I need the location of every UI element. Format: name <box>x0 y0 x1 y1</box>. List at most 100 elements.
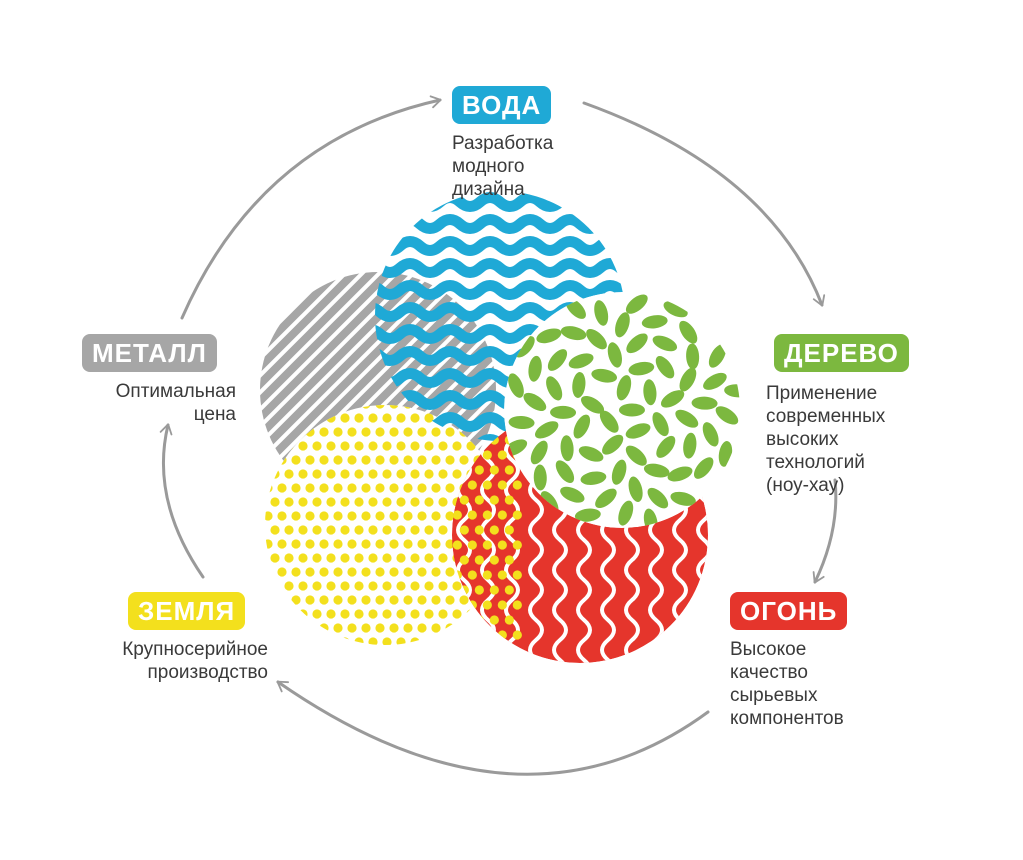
zemlya-dot <box>361 483 371 493</box>
zemlya-dot <box>431 427 441 437</box>
arrow-ogon-to-zemlya <box>276 680 710 776</box>
zemlya-dot <box>361 539 371 549</box>
ogon-dot <box>459 525 469 535</box>
zemlya-dot <box>438 525 448 535</box>
zemlya-dot <box>361 567 371 577</box>
derevo-leaf <box>647 487 669 509</box>
derevo-leaf <box>655 356 675 379</box>
ogon-dot <box>489 615 499 625</box>
zemlya-dot <box>389 595 399 605</box>
ogon-dot <box>489 465 499 475</box>
zemlya-dot <box>347 539 357 549</box>
ogon-dot <box>459 555 469 565</box>
ogon-dot <box>504 495 514 505</box>
zemlya-dot <box>340 525 350 535</box>
zemlya-dot <box>438 469 448 479</box>
derevo-leaf <box>618 500 634 526</box>
derevo-leaf <box>643 463 670 478</box>
voda-wave <box>375 214 625 234</box>
derevo-leaf <box>572 372 586 398</box>
zemlya-dot <box>410 469 420 479</box>
derevo-leaf <box>607 342 622 368</box>
zemlya-dot <box>298 609 308 619</box>
zemlya-dot <box>291 567 301 577</box>
metall-label: МЕТАЛЛ <box>82 334 217 372</box>
zemlya-dot <box>340 581 350 591</box>
zemlya-dot <box>333 595 343 605</box>
zemlya-dot <box>270 637 280 645</box>
derevo-leaf <box>702 422 719 447</box>
zemlya-dot <box>347 483 357 493</box>
zemlya-dot <box>403 483 413 493</box>
zemlya-dot <box>459 595 469 605</box>
zemlya-dot <box>270 581 280 591</box>
zemlya-dot <box>382 413 392 423</box>
zemlya-dot <box>265 511 273 521</box>
derevo-leaf <box>686 343 700 370</box>
zemlya-dot <box>438 497 448 507</box>
ogon-dot <box>474 495 484 505</box>
zemlya-dot <box>284 637 294 645</box>
zemlya-dot <box>319 623 329 633</box>
zemlya-dot <box>396 553 406 563</box>
voda-wave <box>375 280 625 300</box>
ogon-dot <box>482 570 492 580</box>
zemlya-dot <box>452 441 462 451</box>
zemlya-dot <box>424 581 434 591</box>
zemlya-dot <box>375 427 385 437</box>
zemlya-dot <box>403 539 413 549</box>
zemlya-dot <box>431 539 441 549</box>
zemlya-dot <box>466 609 476 619</box>
zemlya-dot <box>305 455 315 465</box>
zemlya-dot <box>312 469 322 479</box>
derevo-leaf <box>560 326 587 341</box>
zemlya-dot <box>382 637 392 645</box>
zemlya-dot <box>291 511 301 521</box>
derevo-leaf <box>670 491 696 506</box>
zemlya-dot <box>265 539 273 549</box>
ogon-dot <box>467 540 477 550</box>
zemlya-dot <box>445 483 455 493</box>
zemlya-dot <box>417 623 427 633</box>
zemlya-dot <box>270 497 280 507</box>
zemlya-dot <box>305 511 315 521</box>
ogon-label: ОГОНЬ <box>730 592 848 630</box>
zemlya-dot <box>298 441 308 451</box>
zemlya-dot <box>438 581 448 591</box>
derevo-leaf <box>528 355 542 382</box>
zemlya-dot <box>305 483 315 493</box>
zemlya-dot <box>438 441 448 451</box>
ogon-dot <box>497 570 507 580</box>
zemlya-dot <box>333 483 343 493</box>
zemlya-dot <box>431 595 441 605</box>
zemlya-dot <box>396 637 406 645</box>
zemlya-dot <box>361 427 371 437</box>
zemlya-dot <box>452 637 462 645</box>
zemlya-dot <box>361 511 371 521</box>
ogon-description: Высокое качество сырьевых компонентов <box>730 639 844 729</box>
zemlya-dot <box>445 567 455 577</box>
zemlya-dot <box>340 497 350 507</box>
zemlya-dot <box>424 441 434 451</box>
derevo-leaf <box>628 476 643 502</box>
zemlya-dot <box>326 553 336 563</box>
arrow-metall-to-voda <box>180 95 442 320</box>
zemlya-dot <box>375 455 385 465</box>
zemlya-dot <box>396 469 406 479</box>
zemlya-dot <box>494 637 504 645</box>
zemlya-dot <box>340 441 350 451</box>
derevo-leaf <box>555 460 575 483</box>
zemlya-dot <box>382 581 392 591</box>
ogon-dot <box>482 630 492 640</box>
zemlya-dot <box>277 623 287 633</box>
zemlya-dot <box>431 455 441 465</box>
derevo-leaf <box>625 294 648 314</box>
ogon-dot <box>467 480 477 490</box>
zemlya-dot <box>466 637 476 645</box>
ogon-dot <box>504 555 514 565</box>
ogon-dot <box>497 540 507 550</box>
zemlya-dot <box>265 455 273 465</box>
voda-description: Разработка модного дизайна <box>452 133 554 200</box>
zemlya-dot <box>459 623 469 633</box>
